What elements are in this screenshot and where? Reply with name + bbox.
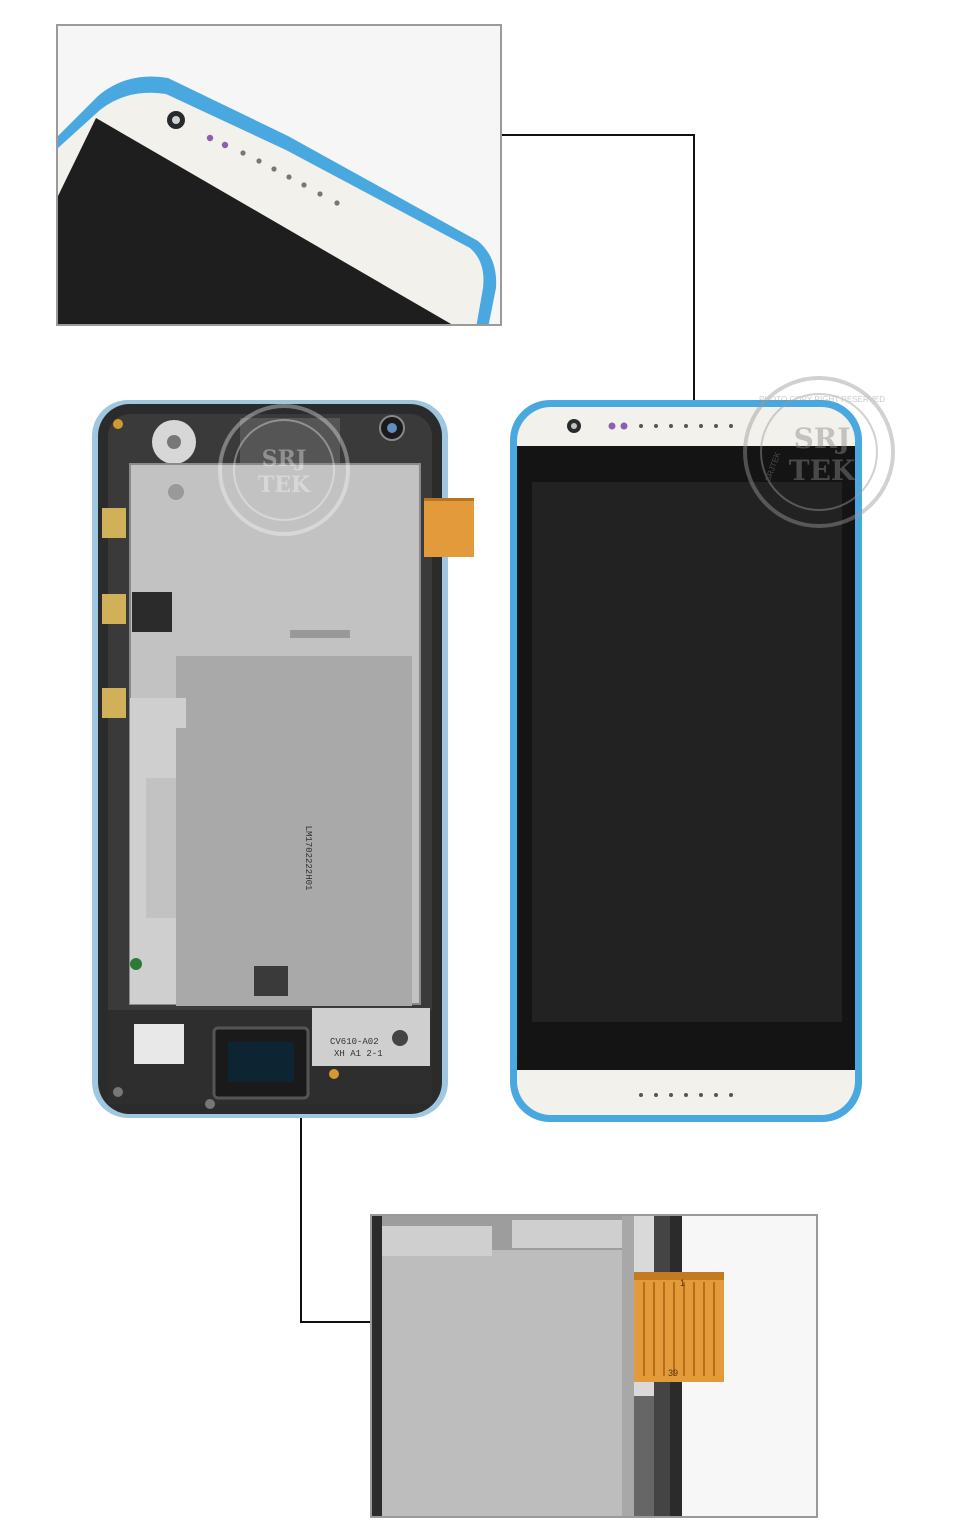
flex-cable-back bbox=[424, 498, 474, 557]
zoom-detail-top bbox=[56, 24, 502, 326]
watermark-seal-right: SRJ TEK PHOTO COPY RIGHT RESERVED SRJTEK bbox=[734, 372, 904, 532]
zoom-detail-bottom: 1 39 bbox=[370, 1214, 818, 1518]
svg-text:PHOTO COPY RIGHT RESERVED: PHOTO COPY RIGHT RESERVED bbox=[759, 395, 885, 404]
flex-cable-connector: 1 39 bbox=[634, 1272, 724, 1382]
flex-pin-label-a: 1 bbox=[680, 1278, 685, 1288]
svg-text:SRJ: SRJ bbox=[794, 422, 851, 455]
model-label-1: CV610-A02 bbox=[330, 1037, 379, 1047]
watermark-seal-left: SRJ TEK bbox=[214, 400, 354, 540]
flex-cable-closeup: 1 39 bbox=[372, 1216, 816, 1516]
svg-text:SRJTEK: SRJTEK bbox=[763, 450, 782, 483]
speaker-dots bbox=[206, 134, 340, 206]
serial-label: LM1702222H01 bbox=[303, 826, 313, 891]
model-label-2: XH A1 2-1 bbox=[334, 1049, 383, 1059]
svg-text:TEK: TEK bbox=[789, 454, 857, 487]
flex-pin-label-b: 39 bbox=[668, 1368, 678, 1378]
svg-text:SRJ: SRJ bbox=[262, 446, 307, 472]
phone-top-closeup bbox=[58, 26, 500, 324]
svg-text:TEK: TEK bbox=[258, 472, 311, 498]
lcd-back-assembly: LM1702222H01 CV610-A02 XH A1 2-1 bbox=[90, 398, 474, 1122]
phone-front bbox=[508, 398, 864, 1124]
